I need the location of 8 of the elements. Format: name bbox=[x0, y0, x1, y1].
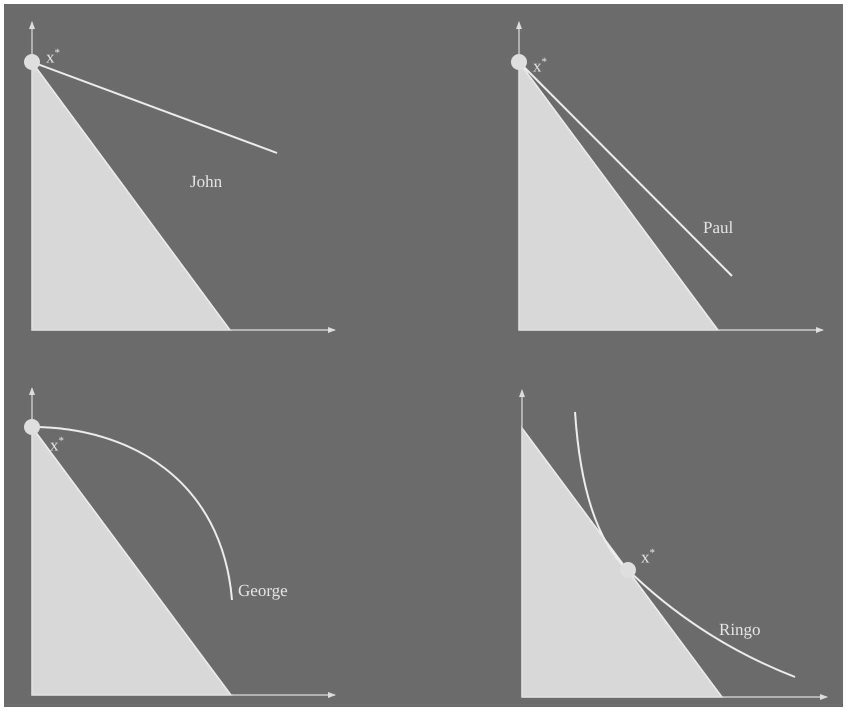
curve-label: John bbox=[190, 173, 222, 190]
curve-label: George bbox=[238, 582, 288, 599]
point-label: x$^{*}$ bbox=[533, 57, 547, 75]
curve-label: Ringo bbox=[719, 621, 761, 638]
point-label: x$^{*}$ bbox=[50, 436, 64, 454]
point-label: x$^{*}$ bbox=[46, 48, 60, 66]
curve-label: Paul bbox=[703, 219, 734, 236]
point-label: x$^{*}$ bbox=[641, 548, 655, 566]
